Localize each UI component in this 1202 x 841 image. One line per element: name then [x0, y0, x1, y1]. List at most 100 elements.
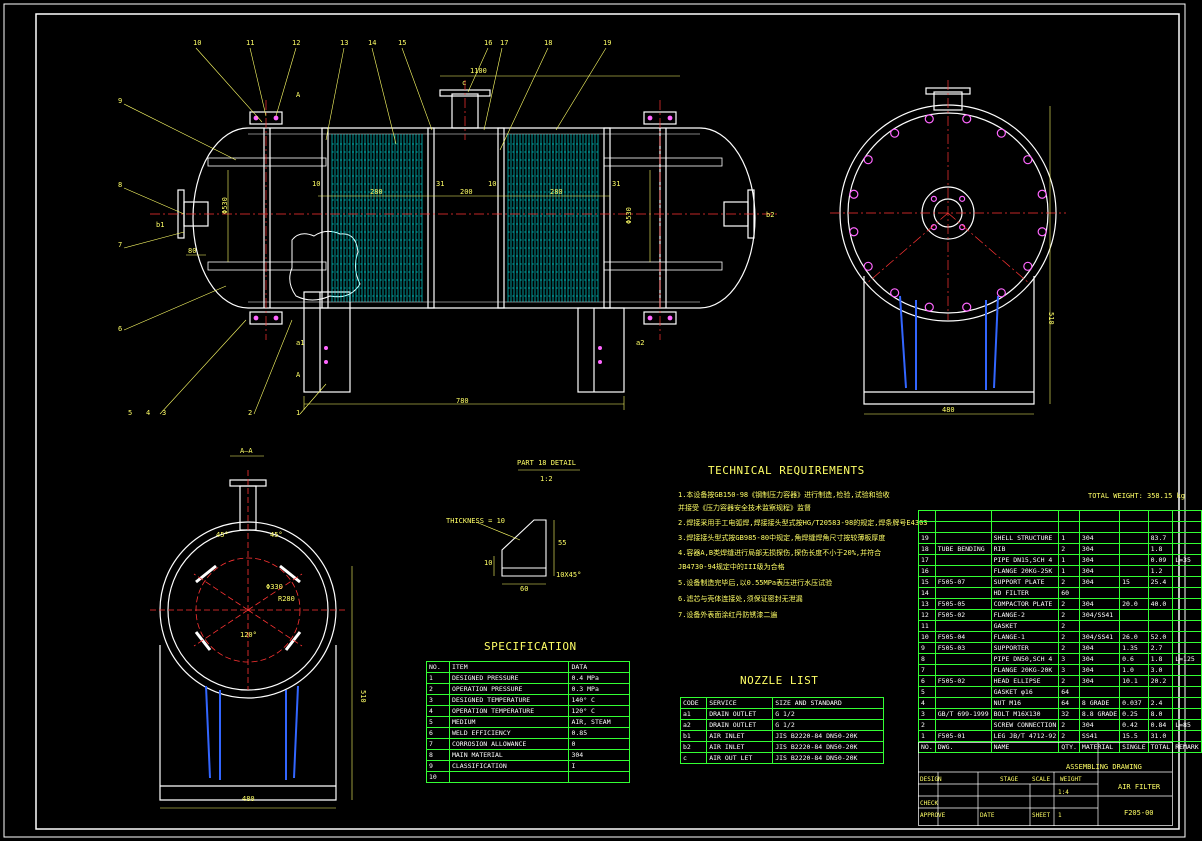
bom-cell: 304	[1078, 675, 1121, 687]
balloon-10: 10	[193, 39, 202, 47]
spec-cell: 3	[426, 694, 450, 706]
balloon-17: 17	[500, 39, 509, 47]
spec-cell: 120° C	[568, 705, 630, 717]
tech-item-1b: 并接受《压力容器安全技术监察规程》监督	[678, 504, 811, 512]
balloon-6: 6	[118, 325, 123, 333]
bom-cell: 52.0	[1147, 631, 1174, 643]
spec-cell: AIR, STEAM	[568, 716, 630, 728]
bom-cell: 304	[1078, 719, 1121, 731]
section-mark-bottom: A	[296, 371, 301, 379]
flange-bolt	[849, 189, 859, 199]
bom-cell	[934, 664, 992, 676]
balloon-7: 7	[118, 241, 123, 249]
flange-bolt	[996, 128, 1006, 138]
bom-cell: L=85	[1172, 719, 1202, 731]
spec-cell: 1	[426, 672, 450, 684]
bom-cell: 15	[1119, 576, 1149, 588]
title-block-grid	[918, 742, 1173, 826]
nozzle-cell: G 1/2	[772, 708, 884, 720]
balloon-9: 9	[118, 97, 123, 105]
bom-cell: GB/T 699-1999	[934, 708, 992, 720]
bom-cell: 12	[918, 609, 936, 621]
balloon-13: 13	[340, 39, 349, 47]
title-scale-label: SCALE	[1032, 776, 1051, 783]
balloon-14: 14	[368, 39, 377, 47]
bom-cell: 2	[1058, 675, 1080, 687]
balloon-4: 4	[146, 409, 151, 417]
bom-cell: L=35	[1172, 554, 1202, 566]
bom-cell	[1172, 510, 1202, 522]
bom-cell: 9	[918, 642, 936, 654]
dim-31-a: 31	[436, 180, 445, 188]
outer-frame	[3, 3, 1186, 838]
balloon-18: 18	[544, 39, 553, 47]
balloon-2: 2	[248, 409, 253, 417]
spec-cell: DESIGNED TEMPERATURE	[448, 694, 570, 706]
dim-31-b: 31	[612, 180, 621, 188]
spec-cell: 0.3 MPa	[568, 683, 630, 695]
dim-1100: 1100	[470, 67, 487, 75]
nozzle-cell: CODE	[679, 697, 708, 709]
nozzle-mark-c: c	[462, 79, 467, 87]
bom-cell: HEAD ELLIPSE	[990, 675, 1060, 687]
bom-cell: 0.037	[1119, 697, 1149, 709]
spec-cell: 7	[426, 738, 450, 750]
spec-cell: DATA	[568, 661, 630, 673]
bom-cell	[1172, 730, 1202, 742]
dim-section-r280: R280	[278, 595, 295, 603]
bom-cell: 5	[918, 686, 936, 698]
section-title: A—A	[240, 447, 253, 455]
tech-item-4: 4.容器A,B类焊缝进行局部无损探伤,探伤长度不小于20%,并符合	[678, 549, 882, 557]
dim-side-width: 480	[942, 406, 955, 414]
title-stage: STAGE	[1000, 776, 1019, 783]
bom-cell: 1	[1058, 554, 1080, 566]
bom-cell: TUBE BENDING	[934, 543, 992, 555]
flange-bolt	[962, 302, 972, 312]
bom-cell: 13	[918, 598, 936, 610]
nozzle-cell: c	[679, 752, 708, 764]
bom-cell: SCREW CONNECTION	[990, 719, 1060, 731]
balloon-15: 15	[398, 39, 407, 47]
bom-cell: 6	[918, 675, 936, 687]
bom-cell: 304	[1078, 642, 1121, 654]
bom-cell: SINGLE	[1119, 741, 1149, 753]
spec-cell: 2	[426, 683, 450, 695]
bom-cell: LEG JB/T 4712-92	[990, 730, 1060, 742]
spec-cell	[448, 771, 570, 783]
bom-cell: F505-03	[934, 642, 992, 654]
bom-cell: 304	[1078, 576, 1121, 588]
bom-cell: 2	[1058, 642, 1080, 654]
bom-cell	[1172, 664, 1202, 676]
balloon-19: 19	[603, 39, 612, 47]
bom-cell	[934, 521, 992, 533]
bom-cell	[1172, 697, 1202, 709]
detail-chamfer: 10X45°	[556, 571, 582, 579]
bom-cell: 2	[1058, 620, 1080, 632]
bom-cell: 304	[1078, 598, 1121, 610]
bom-cell: DWG.	[934, 741, 992, 753]
spec-cell: 0	[568, 738, 630, 750]
bom-cell	[934, 686, 992, 698]
bom-cell: 19	[918, 532, 936, 544]
dim-dia-left: Φ530	[221, 197, 229, 214]
bom-cell	[1172, 620, 1202, 632]
bom-cell	[1147, 510, 1174, 522]
bom-cell	[1172, 565, 1202, 577]
bom-cell	[1172, 631, 1202, 643]
bom-cell: 2	[1058, 543, 1080, 555]
bom-cell: REMARK	[1172, 741, 1202, 753]
title-name: AIR FILTER	[1118, 783, 1161, 791]
bom-cell: 0.42	[1119, 719, 1149, 731]
bom-cell	[1119, 609, 1149, 621]
bom-cell: 2	[918, 719, 936, 731]
bom-cell: 2	[1058, 598, 1080, 610]
dim-200: 200	[460, 188, 473, 196]
